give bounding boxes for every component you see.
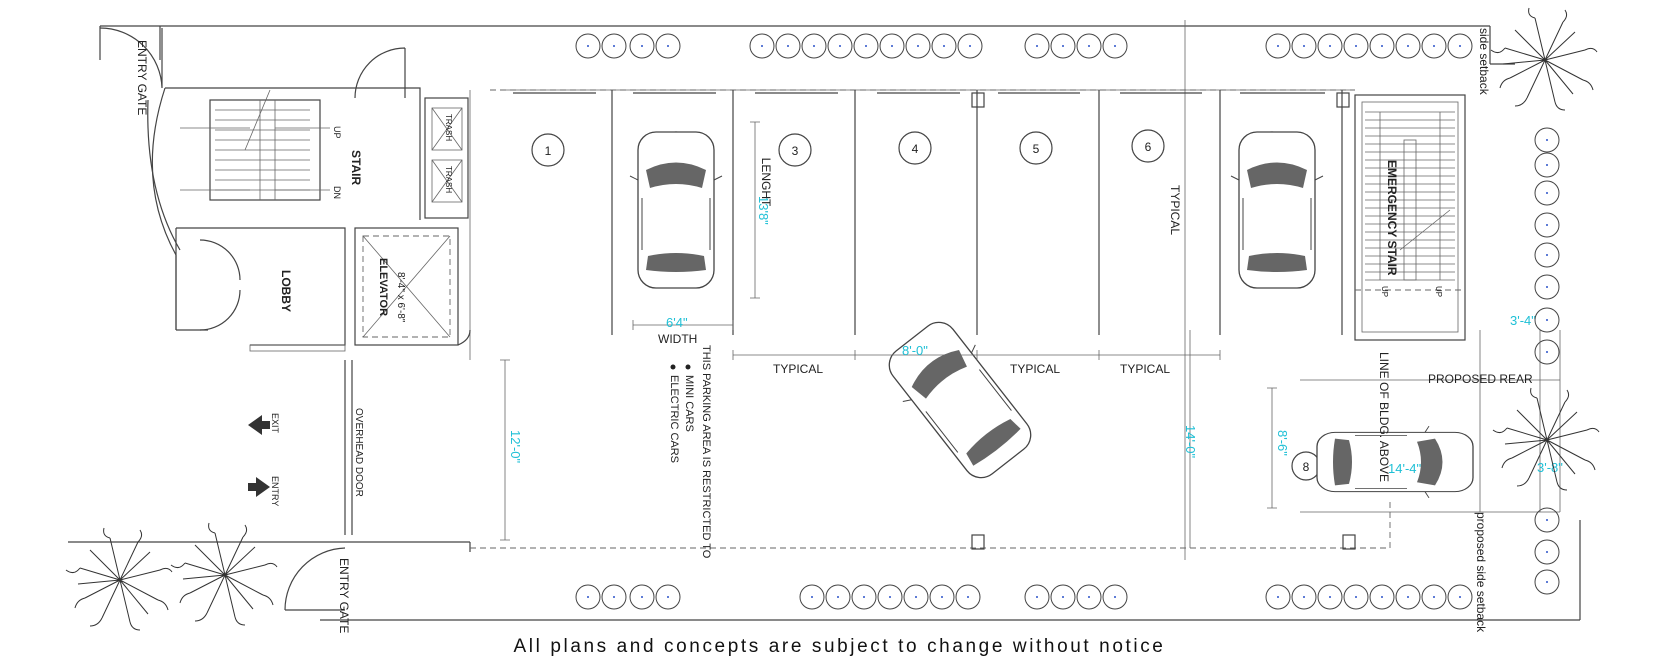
space-1-label: 1 [545,144,552,158]
trash-bin-1: TRASH [431,107,463,151]
proposed-rear-label: PROPOSED REAR [1428,372,1533,386]
typical-label-1: TYPICAL [773,362,823,376]
emergency-stair-up-left: UP [1380,286,1389,297]
side-setback-top-label: side setback [1477,28,1491,96]
line-of-bldg-label: LINE OF BLDG. ABOVE [1377,352,1391,482]
typical-label-2: TYPICAL [1010,362,1060,376]
space-5-marker: 5 [1019,131,1053,165]
stair-up-label: UP [332,126,342,139]
disclaimer-text: All plans and concepts are subject to ch… [513,636,1166,657]
space-5-label: 5 [1033,142,1040,156]
trash-bin-2: TRASH [431,159,463,203]
length-label: LENGHT [759,158,773,207]
typical-label-4: TYPICAL [1168,185,1182,235]
shrubs-top [575,33,1473,59]
parking-note-item-2: ELECTRIC CARS [668,375,680,463]
stall-dividers [513,90,1356,550]
dim-space-width: 6'4" [666,315,688,330]
overhead-door-label: OVERHEAD DOOR [353,408,364,497]
dim-right-top: 3'-4" [1510,313,1536,328]
space-8-label: 8 [1303,460,1310,474]
space-4-label: 4 [912,142,919,156]
elevator-label: ELEVATOR [377,258,389,316]
palm-tree-top-right [1490,7,1598,111]
entry-gate-bottom-label: ENTRY GATE [337,558,351,633]
emergency-stair-up-right: UP [1434,286,1443,297]
space-8-marker: 8 [1291,451,1321,481]
space-6-label: 6 [1145,140,1152,154]
trash-label-2: TRASH [444,166,453,193]
dim-space-length: 13'8" [756,196,771,225]
building-core: STAIR UP DN TRASH TRASH LOBBY ELEVATOR 8… [147,87,471,352]
car-angled [875,309,1045,491]
overhead-door: OVERHEAD DOOR [344,360,364,535]
dim-aisle-12: 12'-0" [508,430,523,464]
proposed-side-setback-label: proposed side setback [1474,512,1488,633]
trash-label-1: TRASH [444,114,453,141]
dim-space8-width: 8'-6" [1275,430,1290,456]
dim-right-mid: 3'-8" [1537,460,1563,475]
lobby-label: LOBBY [279,270,293,312]
dim-space8-length: 14'-4" [1388,461,1422,476]
emergency-stair: EMERGENCY STAIR UP UP [1354,94,1466,341]
shrubs-bottom [575,584,1473,610]
width-label: WIDTH [658,332,697,346]
dim-angled-car: 8'-0" [902,343,928,358]
palm-tree-bottom-left-2 [170,522,278,626]
dimension-lines [500,121,1561,548]
exit-arrow: EXIT [248,413,280,435]
space-6-marker: 6 [1131,129,1165,163]
space-3-marker: 3 [778,133,812,167]
stair-dn-label: DN [332,186,342,199]
shrubs-right [1534,127,1560,595]
entry-gate-bottom: ENTRY GATE [284,547,351,633]
palm-tree-bottom-left-1 [65,527,173,631]
car-space-2 [629,131,723,289]
entry-arrow: ENTRY [248,476,280,506]
entry-label: ENTRY [270,476,280,506]
entry-gate-top-label: ENTRY GATE [135,40,149,115]
parking-note-item-1: MINI CARS [683,375,695,432]
parking-restriction-note: THIS PARKING AREA IS RESTRICTED TO MINI … [668,345,712,559]
space-4-marker: 4 [898,131,932,165]
parking-note-title: THIS PARKING AREA IS RESTRICTED TO [700,345,712,559]
dim-aisle-14: 14'-0" [1183,425,1198,459]
space-3-label: 3 [792,144,799,158]
typical-label-3: TYPICAL [1120,362,1170,376]
exit-label: EXIT [270,413,280,434]
elevator-size-label: 8'-4" x 6'-8" [395,272,406,323]
space-1-marker: 1 [531,133,565,167]
car-space-7 [1230,131,1324,289]
emergency-stair-label: EMERGENCY STAIR [1385,160,1399,276]
stair-label: STAIR [349,150,363,185]
entry-gate-top: ENTRY GATE [99,27,163,115]
